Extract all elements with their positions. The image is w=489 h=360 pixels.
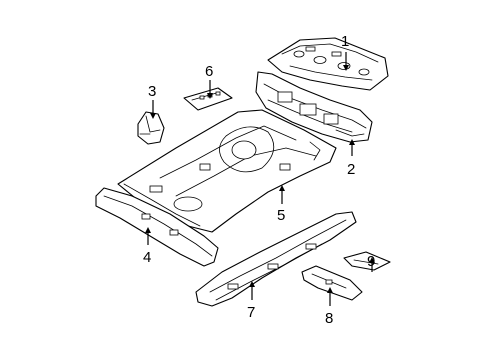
callout-2: 2: [347, 161, 355, 178]
part-4-side-member[interactable]: [95, 187, 219, 267]
callout-6: 6: [205, 63, 213, 80]
callout-9: 9: [367, 253, 375, 270]
callout-1: 1: [341, 33, 349, 50]
part-7-side-rail[interactable]: [195, 211, 357, 307]
part-1-package-tray[interactable]: [267, 37, 389, 91]
part-2-rear-panel[interactable]: [255, 71, 373, 143]
part-9-bracket-plate[interactable]: [343, 251, 391, 271]
part-3-bracket[interactable]: [137, 111, 165, 145]
callout-5: 5: [277, 207, 285, 224]
callout-3: 3: [148, 83, 156, 100]
callout-4: 4: [143, 249, 151, 266]
callout-7: 7: [247, 304, 255, 321]
part-6-reinforcement-plate[interactable]: [183, 87, 233, 111]
part-8-cross-member[interactable]: [301, 265, 363, 301]
part-5-rear-floor-pan[interactable]: [117, 109, 337, 233]
callout-8: 8: [325, 310, 333, 327]
